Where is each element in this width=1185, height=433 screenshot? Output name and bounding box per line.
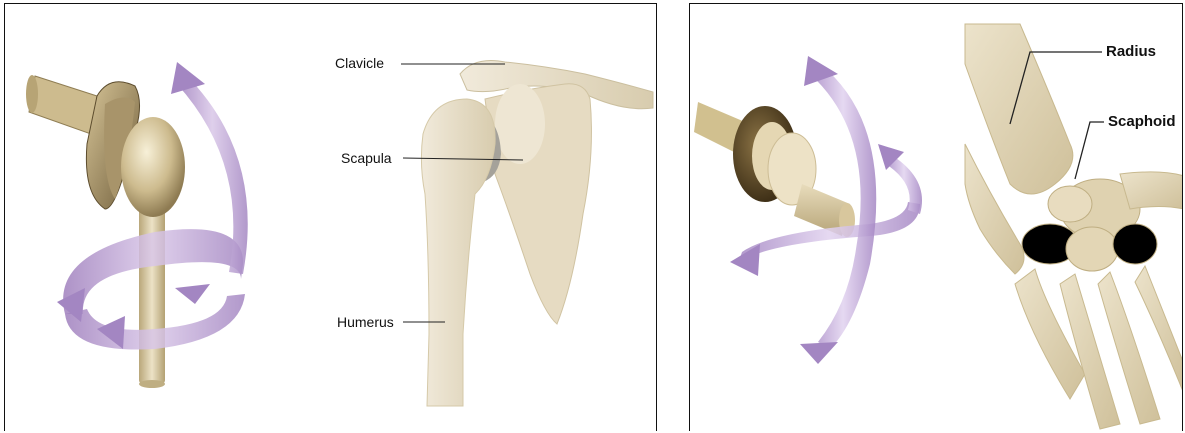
shoulder-bones: [421, 61, 653, 407]
wrist-diagram: Radius Scaphoid: [690, 4, 1183, 431]
condyloid-model: [694, 102, 855, 237]
ball-and-socket-panel: Clavicle Scapula Humerus: [4, 3, 657, 431]
radius-label: Radius: [1106, 43, 1156, 60]
wrist-bones: [965, 24, 1183, 429]
wrist-joint-panel: Radius Scaphoid: [689, 3, 1183, 431]
humerus-label: Humerus: [337, 314, 394, 330]
scapula-label: Scapula: [341, 150, 392, 166]
scaphoid-label: Scaphoid: [1108, 113, 1176, 130]
scaphoid-leader: [1075, 122, 1104, 179]
shoulder-diagram: Clavicle Scapula Humerus: [5, 4, 657, 431]
clavicle-label: Clavicle: [335, 55, 384, 71]
